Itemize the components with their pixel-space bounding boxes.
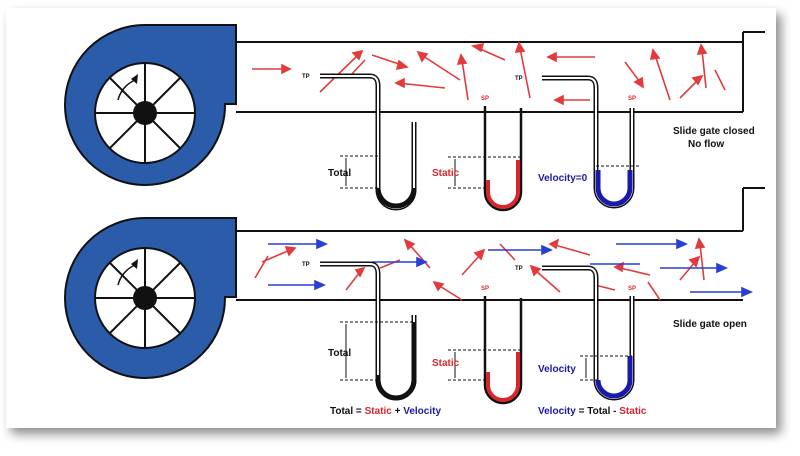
top-duct: [236, 31, 765, 113]
eq1-plus: +: [392, 406, 403, 417]
bottom-total-fluid: [375, 322, 417, 401]
top-particle-arrows: [252, 41, 726, 106]
top-velocity-fluid: [595, 170, 633, 207]
bottom-blue-particle-arrows: [268, 238, 753, 298]
top-dimension-lines: [340, 155, 640, 189]
bottom-total-pressure-tube: [320, 261, 417, 401]
top-static-fluid: [486, 160, 520, 209]
bottom-red-particle-arrows: [254, 237, 706, 301]
top-tp2-label: TP: [515, 76, 523, 82]
eq1-total: Total: [330, 406, 353, 417]
eq2-velocity: Velocity: [538, 406, 576, 417]
bottom-dimension-lines: [340, 321, 632, 381]
bottom-tp2-label: TP: [515, 266, 523, 272]
eq1-static: Static: [365, 406, 393, 417]
top-panel: Total Static Velocity=0 TP TP SP SP Slid…: [64, 24, 765, 212]
bottom-velocity-fluid: [595, 356, 633, 399]
eq1-velocity: Velocity: [403, 406, 441, 417]
bottom-sp2-label: SP: [628, 286, 636, 292]
top-static-label: Static: [432, 168, 460, 179]
equation-velocity: Velocity = Total - Static: [538, 406, 647, 417]
eq2-equals: =: [576, 406, 587, 417]
top-total-label: Total: [328, 168, 351, 179]
bottom-panel: Total Static Velocity TP TP SP SP Slide …: [64, 187, 765, 417]
bottom-gate-status: Slide gate open: [673, 319, 747, 330]
top-sp-label: SP: [481, 96, 489, 102]
top-rotation-arrowhead-icon: [131, 74, 138, 84]
eq2-static: Static: [619, 406, 647, 417]
top-gate-status-line2: No flow: [688, 139, 724, 150]
eq2-total: Total: [587, 406, 610, 417]
top-total-fluid: [375, 187, 417, 209]
bottom-static-label: Static: [432, 358, 460, 369]
top-fan-hub: [133, 101, 157, 125]
top-gate-status-line1: Slide gate closed: [673, 126, 755, 137]
top-velocity-label: Velocity=0: [538, 173, 588, 184]
bottom-duct: [236, 187, 765, 301]
top-static-tube: [483, 106, 523, 212]
top-sp2-label: SP: [628, 96, 636, 102]
bottom-static-fluid: [486, 352, 520, 402]
top-velocity-tube: [542, 75, 635, 209]
eq1-equals: =: [353, 406, 364, 417]
bottom-rotation-arrowhead-icon: [131, 259, 138, 269]
bottom-fan-hub: [133, 286, 157, 310]
bottom-total-label: Total: [328, 348, 351, 359]
top-tp-label: TP: [302, 74, 310, 80]
bottom-velocity-label: Velocity: [538, 364, 576, 375]
equation-total: Total = Static + Velocity: [330, 406, 441, 417]
bottom-sp-label: SP: [481, 286, 489, 292]
eq2-minus: -: [610, 406, 619, 417]
bottom-static-tube: [483, 296, 523, 405]
bottom-tp-label: TP: [302, 262, 310, 268]
